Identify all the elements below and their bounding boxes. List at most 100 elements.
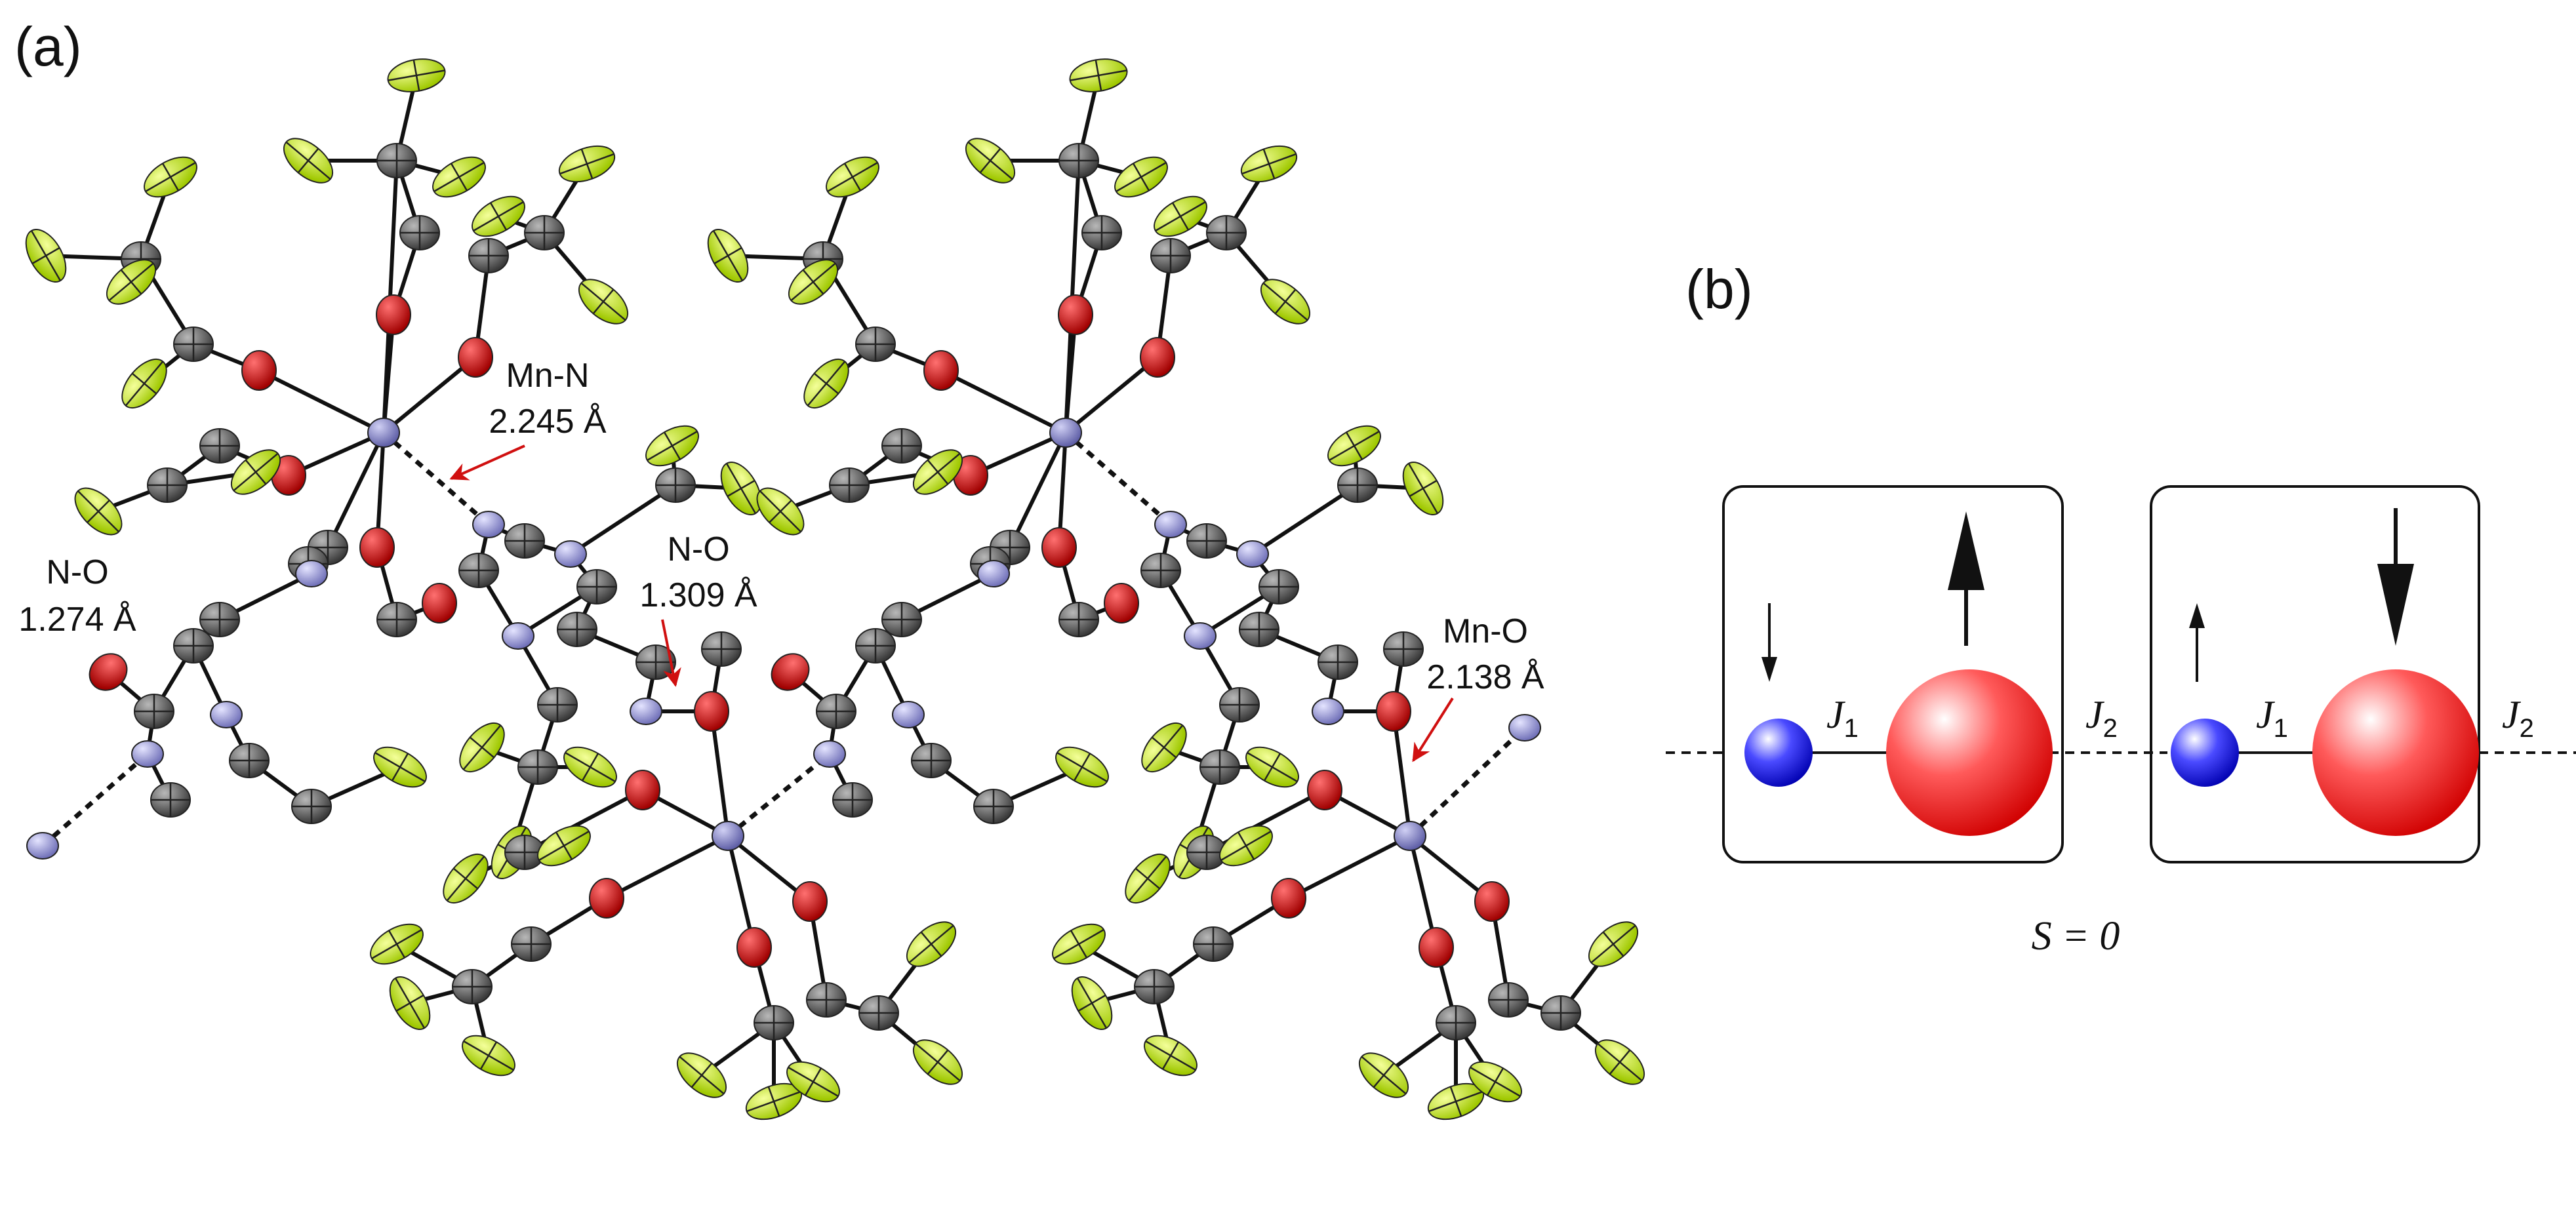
- annotation-n-o-mid-name: N-O: [667, 530, 729, 568]
- ellipsoid-axes: [374, 751, 426, 783]
- ellipsoid-axes: [1155, 201, 1206, 232]
- ellipsoid-axes: [1207, 216, 1246, 250]
- ellipsoid-axes: [1057, 751, 1108, 783]
- ellipsoid-axes: [1220, 688, 1259, 722]
- spin-down-large-arrow-right: [2377, 508, 2414, 646]
- o-atom: [359, 527, 395, 568]
- bond: [1008, 431, 1068, 549]
- mn-atom: [1049, 418, 1082, 448]
- ellipsoid-axes: [233, 452, 279, 492]
- ellipsoid-axes: [788, 1066, 839, 1098]
- ellipsoid-axes: [1541, 996, 1580, 1030]
- ellipsoid-axes: [1597, 1042, 1643, 1082]
- ellipsoid-axes: [1151, 239, 1190, 273]
- ellipsoid-axes: [1247, 751, 1298, 783]
- intermolecular-bond: [1408, 726, 1527, 838]
- ellipsoid-axes: [1070, 60, 1127, 91]
- ellipsoid-axes: [1407, 463, 1439, 514]
- ellipsoid-axes: [725, 463, 757, 514]
- ellipsoid-axes: [1239, 612, 1279, 646]
- o-atom: [376, 294, 411, 335]
- bond: [1287, 834, 1411, 900]
- unit-box-right: [2150, 485, 2480, 863]
- ellipsoid-axes: [816, 694, 856, 728]
- spin-up-small-arrow-right: [2189, 603, 2205, 682]
- mn-atom: [1394, 821, 1426, 851]
- o-atom: [458, 337, 493, 378]
- o-atom: [694, 691, 729, 732]
- n-atom: [977, 560, 1010, 587]
- ellipsoid-axes: [125, 361, 164, 406]
- ellipsoid-axes: [882, 429, 921, 463]
- annotation-mn-n-name: Mn-N: [506, 357, 589, 395]
- ellipsoid-axes: [759, 490, 801, 532]
- ellipsoid-axes: [746, 1086, 801, 1117]
- ellipsoid-axes: [915, 1042, 961, 1082]
- ellipsoid-axes: [505, 524, 544, 558]
- ellipsoid-axes: [174, 629, 213, 663]
- ellipsoid-axes: [754, 1006, 794, 1040]
- ellipsoid-axes: [912, 743, 951, 778]
- ellipsoid-axes: [1076, 978, 1108, 1029]
- o-atom: [771, 653, 810, 691]
- ellipsoid-axes: [77, 490, 119, 532]
- bond: [569, 483, 677, 556]
- n-atom: [1154, 511, 1187, 538]
- ellipsoid-axes: [1262, 282, 1308, 321]
- spin-up-large-arrow-left: [1948, 511, 1984, 646]
- ellipsoid-axes: [371, 928, 422, 960]
- o-atom: [923, 350, 959, 391]
- ellipsoid-axes: [148, 468, 187, 502]
- j2-label-right: J2: [2502, 693, 2534, 743]
- ellipsoid-axes: [469, 239, 508, 273]
- ellipsoid-axes: [462, 724, 502, 770]
- spin-state-label: S = 0: [2032, 914, 2120, 959]
- intermolecular-bond: [1064, 431, 1173, 526]
- ellipsoid-axes: [647, 430, 698, 462]
- ellipsoid-axes: [1082, 216, 1121, 250]
- bond: [710, 711, 730, 837]
- annotation-n-o-left: N-O 1.274 Å: [18, 553, 136, 639]
- ellipsoid-axes: [807, 983, 846, 1017]
- ellipsoid-axes: [1200, 750, 1239, 784]
- crystal-structure: [25, 58, 1645, 1120]
- ellipsoid-axes: [636, 645, 675, 679]
- o-atom: [1419, 927, 1454, 968]
- ellipsoid-axes: [1436, 1006, 1476, 1040]
- ellipsoid-axes: [807, 361, 846, 406]
- annotation-mn-o: Mn-O 2.138 Å: [1412, 612, 1544, 763]
- ellipsoid-axes: [453, 970, 492, 1004]
- o-atom: [1041, 527, 1077, 568]
- ellipsoid-axes: [856, 629, 895, 663]
- ellipsoid-axes: [580, 282, 626, 321]
- ellipsoid-axes: [974, 789, 1013, 823]
- annotation-mn-n: Mn-N 2.245 Å: [449, 357, 607, 481]
- ellipsoid-axes: [1145, 1040, 1196, 1071]
- ellipsoid-axes: [1059, 144, 1098, 178]
- ellipsoid-axes: [292, 789, 331, 823]
- ellipsoid-axes: [525, 216, 564, 250]
- ellipsoid-axes: [1470, 1066, 1521, 1098]
- ellipsoid-axes: [565, 751, 616, 783]
- n-atom: [630, 698, 662, 725]
- n-atom: [502, 622, 534, 650]
- annotation-n-o-mid-value: 1.309 Å: [639, 576, 757, 614]
- annotation-mn-n-value: 2.245 Å: [489, 403, 607, 441]
- ellipsoid-axes: [1053, 928, 1104, 960]
- n-atom: [1312, 698, 1344, 725]
- ellipsoid-axes: [1194, 927, 1233, 961]
- ellipsoid-axes: [1318, 645, 1358, 679]
- bond: [605, 834, 729, 900]
- mn-atom: [712, 821, 744, 851]
- ellipsoid-axes: [230, 743, 269, 778]
- annotation-n-o-left-value: 1.274 Å: [18, 601, 136, 639]
- annotation-mn-o-name: Mn-O: [1443, 612, 1528, 650]
- j1-label-left: J1: [1826, 693, 1859, 743]
- ellipsoid-axes: [433, 161, 485, 193]
- annotation-mn-n-arrow: [449, 445, 525, 481]
- ellipsoid-axes: [538, 830, 590, 862]
- n-atom: [892, 701, 925, 728]
- panel-a-label: (a): [14, 16, 82, 77]
- ellipsoid-axes: [1338, 468, 1377, 502]
- ellipsoid-axes: [1116, 161, 1167, 193]
